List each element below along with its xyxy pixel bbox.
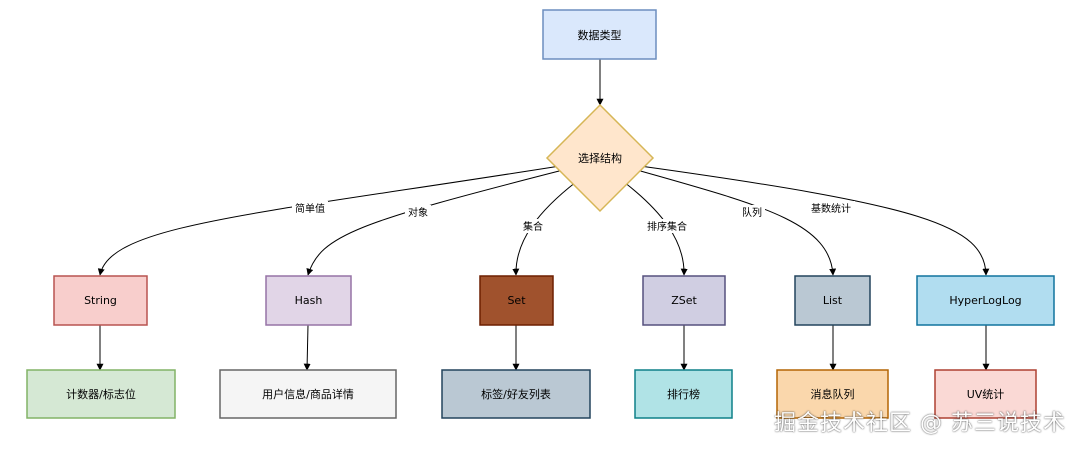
type-label-hll: HyperLogLog [949,294,1021,307]
use-node-zset: 排行榜 [634,369,733,419]
use-label-string: 计数器/标志位 [66,387,136,401]
edges [96,59,990,371]
watermark: 掘金技术社区 @ 苏三说技术 [774,411,1066,436]
decision-node-label: 选择结构 [578,151,622,165]
use-label-zset: 排行榜 [667,387,700,401]
edge-hash-use [303,324,311,371]
use-node-hash: 用户信息/商品详情 [219,369,397,419]
edge-to-string [97,165,561,276]
type-node-set: Set [479,275,554,326]
type-node-string: String [53,275,148,326]
type-label-list: List [823,294,843,307]
root-node: 数据类型 [542,9,657,60]
edge-label-hash: 对象 [408,206,428,219]
use-node-hll: UV统计 [934,369,1037,419]
edge-label-list: 队列 [742,206,762,219]
use-node-list: 消息队列 [776,369,889,419]
type-node-list: List [794,275,871,326]
use-label-list: 消息队列 [811,387,855,401]
type-label-hash: Hash [295,294,323,307]
type-label-set: Set [507,294,526,307]
use-node-string: 计数器/标志位 [26,369,176,419]
type-node-zset: ZSet [642,275,726,326]
root-node-label: 数据类型 [578,28,622,42]
use-label-set: 标签/好友列表 [481,387,551,401]
edge-to-list [636,169,837,276]
edge-to-hll [639,165,990,276]
edge-labels: 简单值 对象 集合 排序集合 队列 基数统计 [292,201,855,233]
decision-node: 选择结构 [545,103,655,213]
use-node-set: 标签/好友列表 [441,369,591,419]
use-label-hll: UV统计 [967,388,1005,401]
edge-label-hll: 基数统计 [811,202,851,215]
use-label-hash: 用户信息/商品详情 [262,387,354,401]
edge-label-zset: 排序集合 [647,220,687,233]
edge-to-hash [306,169,564,276]
type-label-string: String [84,294,117,307]
edge-label-set: 集合 [523,220,543,233]
type-node-hll: HyperLogLog [916,275,1055,326]
type-label-zset: ZSet [671,294,697,307]
edge-label-string: 简单值 [295,202,325,215]
type-node-hash: Hash [265,275,352,326]
